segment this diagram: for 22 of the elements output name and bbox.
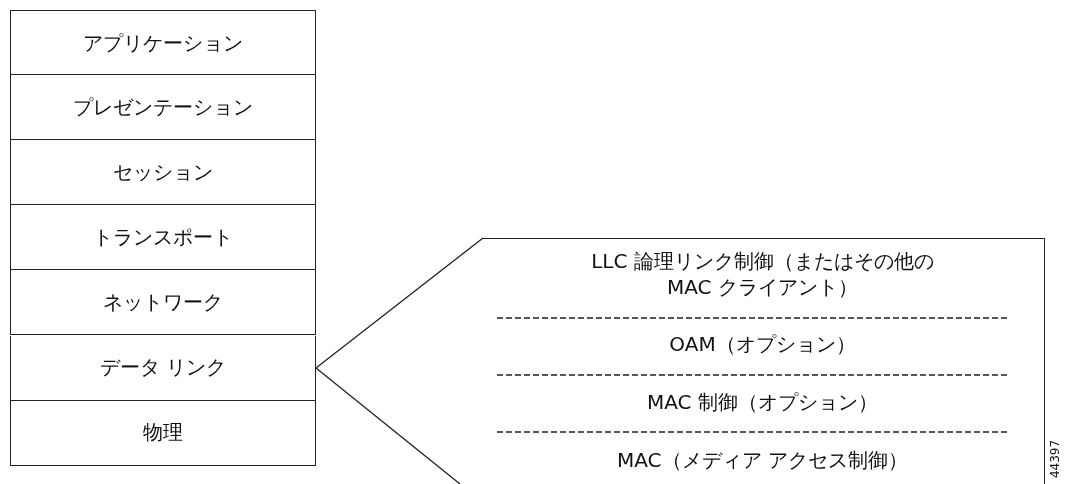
zoom-line [315,237,484,369]
layer-label: アプリケーション [82,29,244,56]
layer-label: トランスポート [92,223,234,250]
layer-label: セッション [112,158,214,185]
sublayer-label: OAM（オプション） [668,331,857,357]
sublayer-panel [483,238,1045,484]
layer-label: プレゼンテーション [72,93,254,120]
layer-box [10,335,316,401]
layer-box [10,10,316,76]
sublayer-label: LLC 論理リンク制御（またはその他の MAC クライアント） [590,248,935,300]
figure-number: 44397 [1048,439,1063,479]
sublayer-label: MAC 制御（オプション） [646,389,879,415]
sublayer-label: MAC（メディア アクセス制御） [616,447,909,473]
layer-box [10,270,316,336]
layer-box [10,205,316,271]
layer-box [10,140,316,206]
zoom-line [315,367,461,484]
layer-label: ネットワーク [102,288,224,315]
layer-box [10,75,316,141]
layer-label: 物理 [142,419,184,446]
layer-box [10,400,316,466]
layer-label: データ リンク [98,354,228,381]
